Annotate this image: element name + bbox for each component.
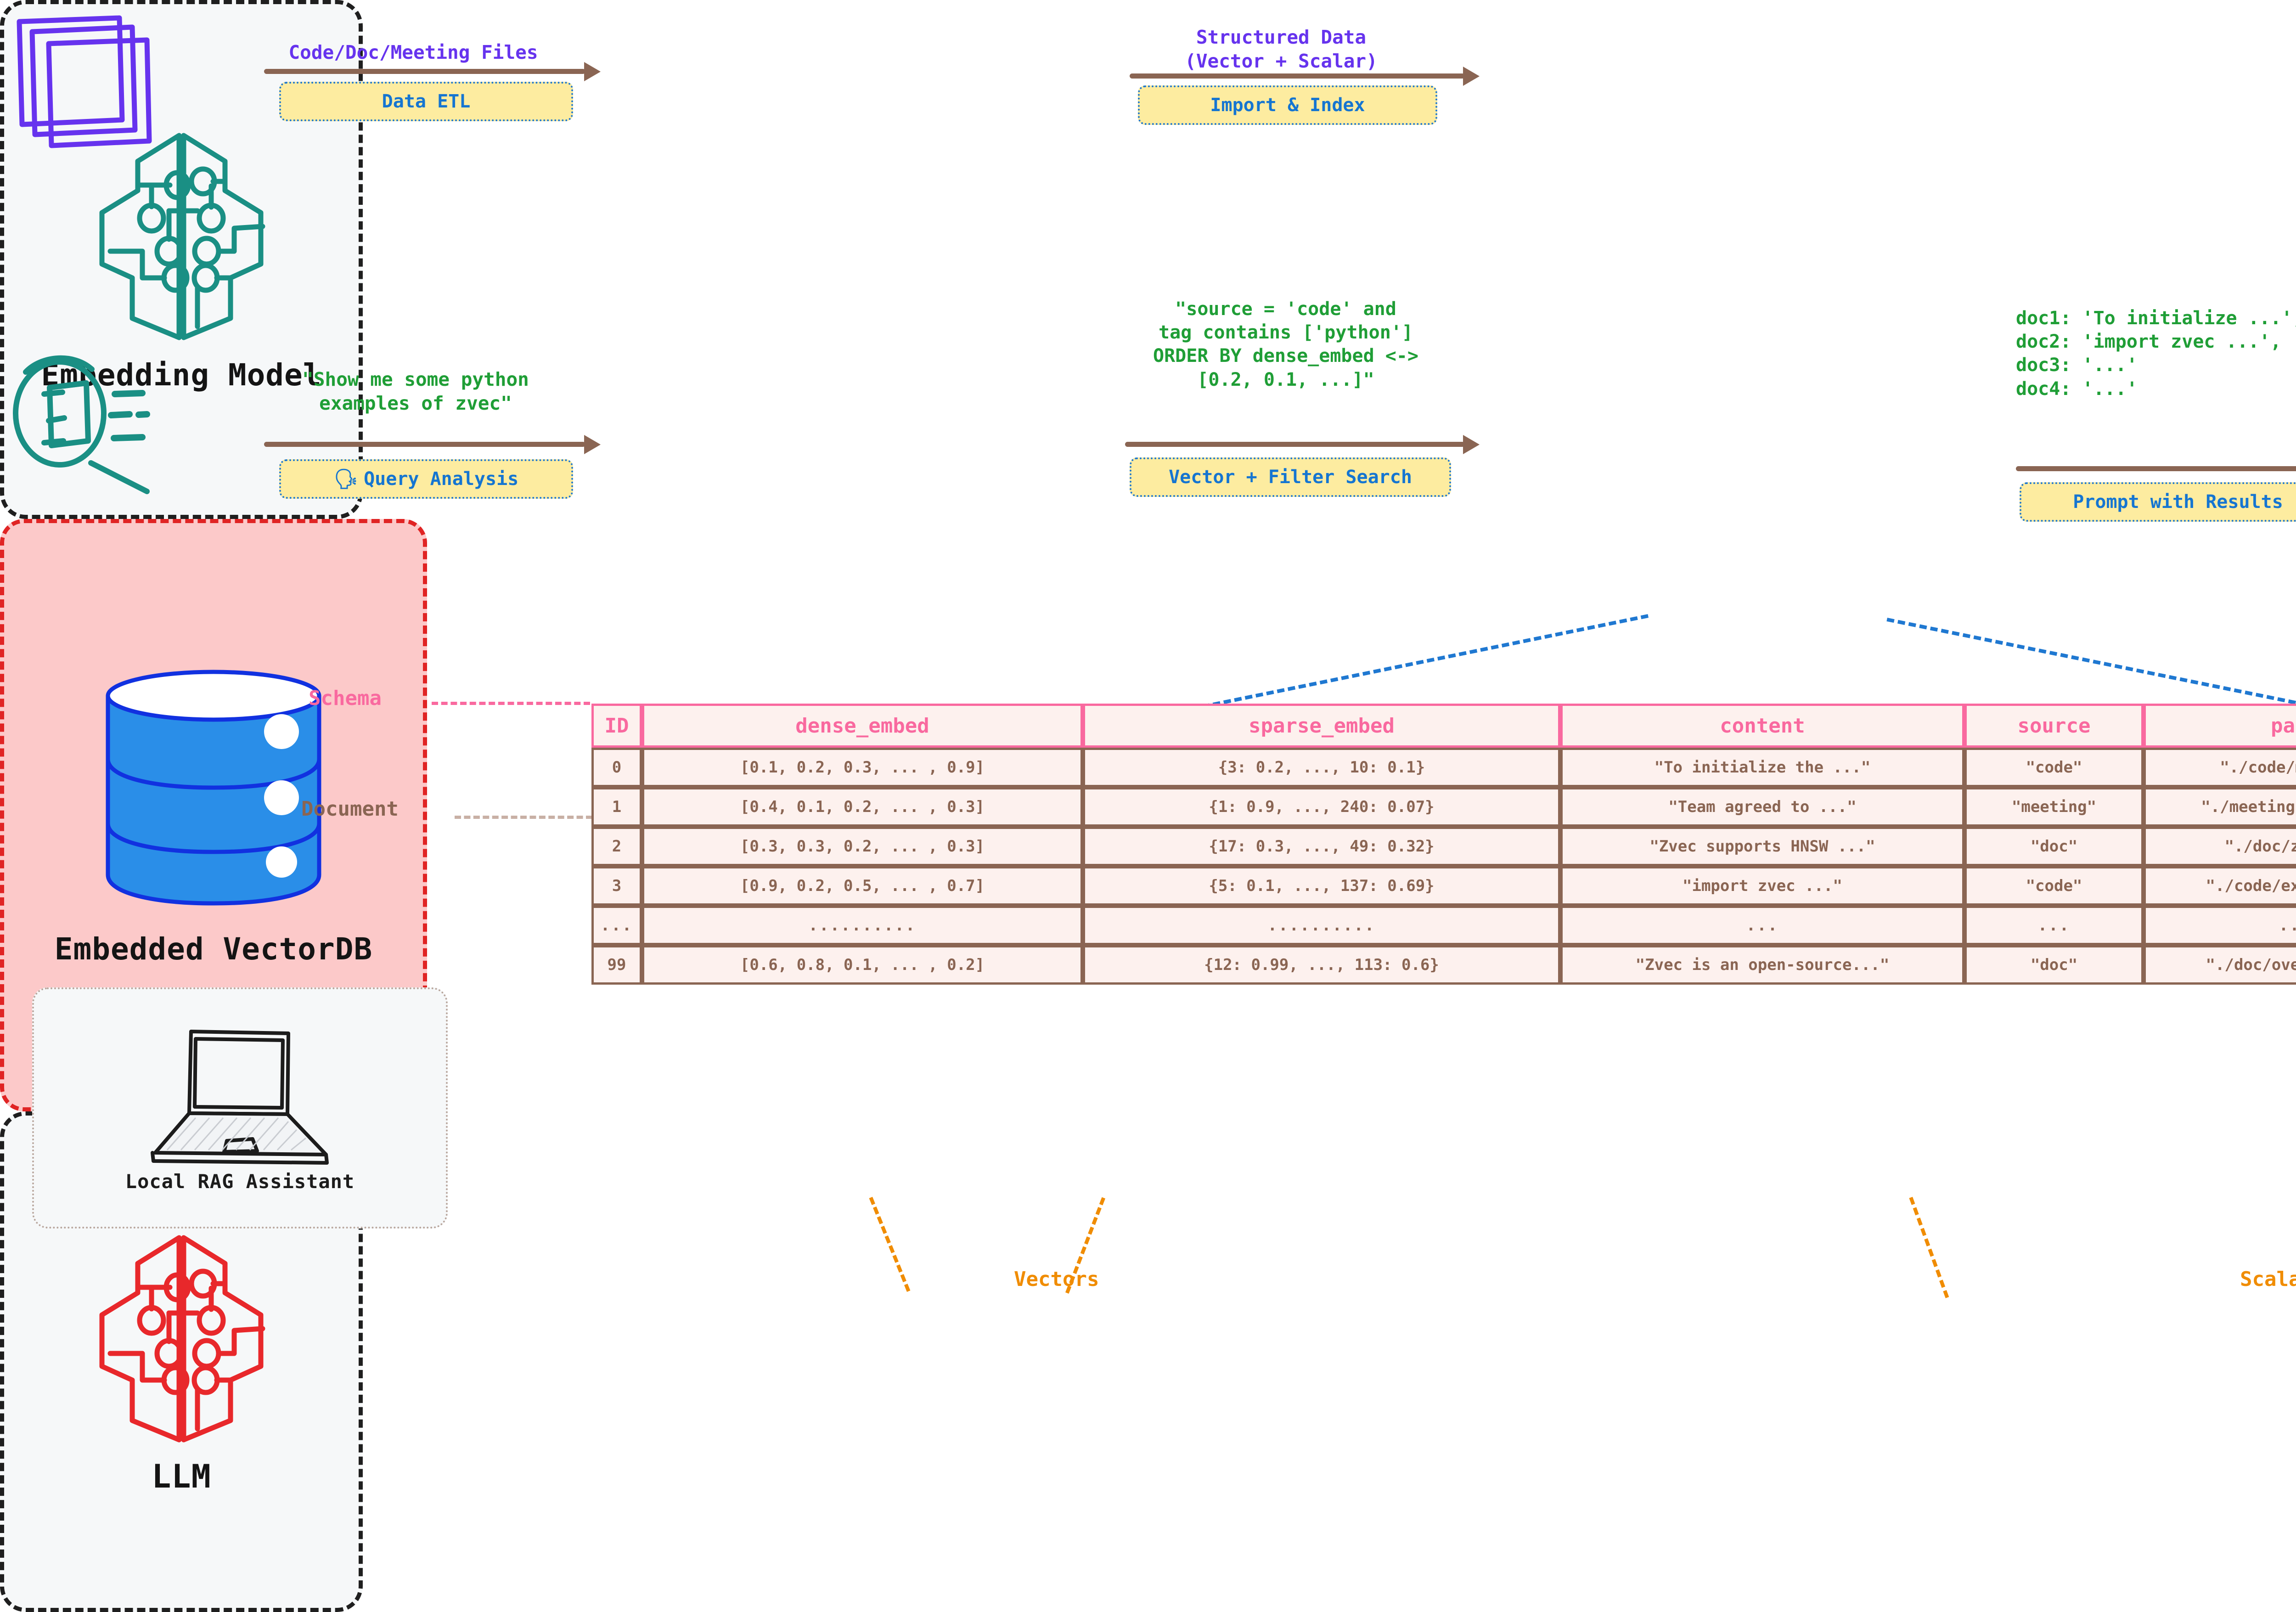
- schema-table[interactable]: ID dense_embed sparse_embed content sour…: [591, 704, 2296, 985]
- cell-sparse-embed: {12: 0.99, ..., 113: 0.6}: [1083, 945, 1560, 985]
- table-row[interactable]: 2 [0.3, 0.3, 0.2, ... , 0.3] {17: 0.3, .…: [591, 827, 2296, 866]
- cell-id: 99: [591, 945, 642, 985]
- callout-document: Document: [301, 797, 399, 821]
- cell-id: 2: [591, 827, 642, 866]
- edge-label-search: "source = 'code' and tag contains ['pyth…: [1153, 299, 1418, 390]
- node-vector-db-label: Embedded VectorDB: [54, 931, 373, 967]
- connector-vectors-left: [869, 1197, 911, 1292]
- speaking-head-icon: 🗣: [333, 468, 359, 490]
- node-llm-label: LLM: [152, 1457, 211, 1495]
- table-ellipsis-row: ... .......... .......... ... ... ... ..…: [591, 906, 2296, 945]
- cell-sparse-embed: {5: 0.1, ..., 137: 0.69}: [1083, 866, 1560, 906]
- arrow-search: [1125, 442, 1465, 447]
- edge-label-import: Structured Data (Vector + Scalar): [1185, 26, 1378, 73]
- cell-content: "import zvec ...": [1560, 866, 1964, 906]
- column-header-dense-embed[interactable]: dense_embed: [642, 704, 1083, 748]
- card-local-rag-assistant[interactable]: Local RAG Assistant: [32, 987, 448, 1229]
- connector-scalar-left: [1909, 1197, 1949, 1298]
- column-header-path[interactable]: path: [2144, 704, 2296, 748]
- documents-stack-icon: [9, 11, 184, 168]
- cell-ellipsis-id: ...: [591, 906, 642, 945]
- cell-path: "./doc/overview.md": [2144, 945, 2296, 985]
- cell-dense-embed: [0.9, 0.2, 0.5, ... , 0.7]: [642, 866, 1083, 906]
- cell-path: "./meeting/01-10.md": [2144, 787, 2296, 827]
- cell-source: "doc": [1964, 827, 2144, 866]
- cell-path: "./code/example.py": [2144, 866, 2296, 906]
- pill-vector-filter-search[interactable]: Vector + Filter Search: [1130, 457, 1451, 497]
- table-row[interactable]: 1 [0.4, 0.1, 0.2, ... , 0.3] {1: 0.9, ..…: [591, 787, 2296, 827]
- column-header-id[interactable]: ID: [591, 704, 642, 748]
- cell-ellipsis-dense-embed: ..........: [642, 906, 1083, 945]
- arrow-search-head: [1463, 435, 1480, 454]
- cell-content: "Zvec is an open-source...": [1560, 945, 1964, 985]
- cell-dense-embed: [0.1, 0.2, 0.3, ... , 0.9]: [642, 748, 1083, 787]
- magnifier-document-icon: [9, 340, 184, 496]
- cell-id: 0: [591, 748, 642, 787]
- table-row[interactable]: 0 [0.1, 0.2, 0.3, ... , 0.9] {3: 0.2, ..…: [591, 748, 2296, 787]
- callout-schema: Schema: [309, 687, 382, 710]
- cell-ellipsis-path: ...: [2144, 906, 2296, 945]
- callout-vectors: Vectors: [1014, 1268, 1099, 1291]
- arrow-results: [2016, 466, 2296, 471]
- table-header-row: ID dense_embed sparse_embed content sour…: [591, 704, 2296, 748]
- pill-query-analysis[interactable]: 🗣 Query Analysis: [279, 459, 573, 499]
- brain-circuit-icon: [83, 126, 280, 342]
- arrow-import: [1130, 73, 1465, 79]
- arrow-query-head: [584, 435, 601, 454]
- pill-import-index-label: Import & Index: [1210, 95, 1365, 116]
- cell-content: "Zvec supports HNSW ...": [1560, 827, 1964, 866]
- cell-content: "Team agreed to ...": [1560, 787, 1964, 827]
- pill-query-analysis-label: Query Analysis: [364, 468, 519, 490]
- edge-label-query: "Show me some python examples of zvec": [302, 368, 529, 415]
- arrow-ingest: [264, 69, 585, 74]
- cell-content: "To initialize the ...": [1560, 748, 1964, 787]
- cell-sparse-embed: {1: 0.9, ..., 240: 0.07}: [1083, 787, 1560, 827]
- arrow-query: [264, 442, 585, 447]
- cell-source: "doc": [1964, 945, 2144, 985]
- cell-id: 3: [591, 866, 642, 906]
- cell-ellipsis-source: ...: [1964, 906, 2144, 945]
- arrow-import-head: [1463, 67, 1480, 86]
- edge-label-ingest: Code/Doc/Meeting Files: [288, 41, 538, 63]
- cell-ellipsis-content: ...: [1560, 906, 1964, 945]
- cell-path: "./doc/zvec.md": [2144, 827, 2296, 866]
- cell-dense-embed: [0.3, 0.3, 0.2, ... , 0.3]: [642, 827, 1083, 866]
- cell-id: 1: [591, 787, 642, 827]
- brain-circuit-icon: [83, 1229, 280, 1444]
- table-row[interactable]: 3 [0.9, 0.2, 0.5, ... , 0.7] {5: 0.1, ..…: [591, 866, 2296, 906]
- cell-source: "code": [1964, 866, 2144, 906]
- cell-source: "code": [1964, 748, 2144, 787]
- cell-path: "./code/main.py": [2144, 748, 2296, 787]
- column-header-source[interactable]: source: [1964, 704, 2144, 748]
- column-header-sparse-embed[interactable]: sparse_embed: [1083, 704, 1560, 748]
- cell-dense-embed: [0.6, 0.8, 0.1, ... , 0.2]: [642, 945, 1083, 985]
- pill-import-index[interactable]: Import & Index: [1138, 85, 1437, 125]
- pill-vector-filter-search-label: Vector + Filter Search: [1169, 467, 1412, 488]
- laptop-icon: [137, 1023, 343, 1170]
- pill-data-etl[interactable]: Data ETL: [279, 82, 573, 121]
- database-cylinder-icon: [99, 664, 328, 912]
- pill-prompt-with-results-label: Prompt with Results: [2073, 491, 2283, 513]
- cell-sparse-embed: {3: 0.2, ..., 10: 0.1}: [1083, 748, 1560, 787]
- pill-prompt-with-results[interactable]: Prompt with Results: [2020, 482, 2296, 522]
- cell-dense-embed: [0.4, 0.1, 0.2, ... , 0.3]: [642, 787, 1083, 827]
- edge-label-results: doc1: 'To initialize ...', doc2: 'import…: [2016, 308, 2296, 400]
- pill-data-etl-label: Data ETL: [382, 91, 471, 112]
- connector-document: [455, 816, 592, 819]
- table-row[interactable]: 99 [0.6, 0.8, 0.1, ... , 0.2] {12: 0.99,…: [591, 945, 2296, 985]
- cell-ellipsis-sparse-embed: ..........: [1083, 906, 1560, 945]
- arrow-ingest-head: [584, 62, 601, 81]
- card-local-rag-assistant-label: Local RAG Assistant: [125, 1170, 355, 1193]
- cell-sparse-embed: {17: 0.3, ..., 49: 0.32}: [1083, 827, 1560, 866]
- callout-scalar-fields: Scalar Fields: [2240, 1268, 2296, 1291]
- cell-source: "meeting": [1964, 787, 2144, 827]
- column-header-content[interactable]: content: [1560, 704, 1964, 748]
- connector-schema: [432, 702, 590, 705]
